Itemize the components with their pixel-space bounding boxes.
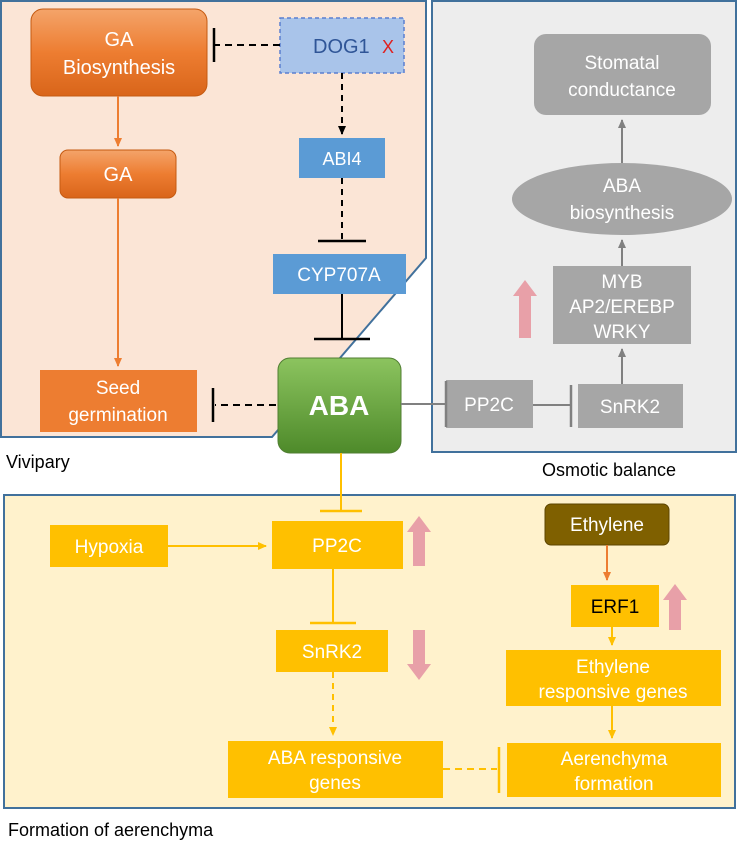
dog1-node: DOG1 X — [279, 17, 405, 74]
svg-text:Ethylene: Ethylene — [576, 657, 650, 678]
aerenchyma-formation-node: Aerenchyma formation — [507, 743, 721, 797]
svg-text:CYP707A: CYP707A — [297, 265, 381, 286]
svg-text:SnRK2: SnRK2 — [302, 642, 362, 663]
snrk2-osmotic-node: SnRK2 — [578, 384, 683, 428]
svg-text:Hypoxia: Hypoxia — [75, 537, 144, 558]
svg-text:Biosynthesis: Biosynthesis — [63, 57, 175, 79]
svg-text:MYB: MYB — [601, 272, 642, 293]
vivipary-panel — [0, 0, 427, 438]
svg-text:GA: GA — [105, 29, 135, 51]
svg-text:ABA: ABA — [309, 390, 370, 421]
aba-biosynthesis-node: ABA biosynthesis — [512, 163, 732, 235]
ethylene-node: Ethylene — [544, 503, 670, 546]
pp2c-aerenchyma-node: PP2C — [272, 521, 403, 569]
hypoxia-node: Hypoxia — [50, 525, 168, 567]
up-arrow-icon — [663, 584, 687, 630]
seed-germination-node: Seed germination — [40, 370, 197, 432]
knockout-mark: X — [382, 37, 394, 57]
ethylene-responsive-genes-node: Ethylene responsive genes — [506, 650, 721, 706]
edge-cyp707a-inhibits-aba — [314, 294, 370, 341]
up-arrow-icon — [513, 280, 537, 338]
svg-text:formation: formation — [574, 774, 653, 795]
svg-text:ABI4: ABI4 — [322, 149, 361, 169]
svg-text:SnRK2: SnRK2 — [600, 397, 660, 418]
edge-aba-inhibits-pp2c-aerenchyma — [320, 453, 362, 513]
aba-responsive-genes-node: ABA responsive genes — [228, 741, 443, 798]
svg-text:Stomatal: Stomatal — [585, 53, 660, 74]
edge-dog1-inhibits-gabio — [212, 28, 280, 62]
edge-aba-inhibits-pp2c — [401, 381, 448, 427]
edge-aba-responsive-inhibits-aerenchyma — [443, 747, 501, 793]
transcription-factors-node: MYB AP2/EREBP WRKY — [553, 266, 691, 344]
svg-text:DOG1: DOG1 — [313, 36, 370, 58]
svg-text:genes: genes — [309, 773, 361, 794]
svg-text:Ethylene: Ethylene — [570, 515, 644, 536]
edge-abi4-inhibits-cyp707a — [318, 178, 366, 243]
svg-text:biosynthesis: biosynthesis — [570, 203, 675, 224]
stomatal-conductance-node: Stomatal conductance — [534, 34, 711, 115]
svg-text:ABA responsive: ABA responsive — [268, 748, 402, 769]
edge-pp2c-inhibits-snrk2-aerenchyma — [310, 569, 356, 625]
svg-text:conductance: conductance — [568, 80, 676, 101]
vivipary-label: Vivipary — [6, 452, 70, 472]
formation-of-aerenchyma-label: Formation of aerenchyma — [8, 820, 214, 840]
erf1-node: ERF1 — [571, 585, 659, 627]
abi4-node: ABI4 — [299, 138, 385, 178]
ga-biosynthesis-node: GA Biosynthesis — [30, 8, 208, 97]
svg-text:Seed: Seed — [96, 378, 140, 399]
osmotic-balance-label: Osmotic balance — [542, 460, 676, 480]
down-arrow-icon — [407, 630, 431, 680]
pp2c-osmotic-node: PP2C — [446, 380, 533, 428]
svg-text:PP2C: PP2C — [464, 395, 514, 416]
cyp707a-node: CYP707A — [273, 254, 406, 294]
svg-text:AP2/EREBP: AP2/EREBP — [569, 297, 675, 318]
svg-text:PP2C: PP2C — [312, 536, 362, 557]
svg-text:ABA: ABA — [603, 176, 641, 197]
svg-text:WRKY: WRKY — [594, 322, 651, 343]
svg-text:GA: GA — [104, 164, 134, 186]
svg-text:ERF1: ERF1 — [591, 597, 640, 618]
edge-aba-inhibits-germination — [211, 388, 276, 422]
edge-pp2c-inhibits-snrk2 — [533, 385, 573, 427]
svg-text:Aerenchyma: Aerenchyma — [561, 749, 668, 770]
up-arrow-icon — [407, 516, 431, 566]
ga-node: GA — [59, 149, 177, 199]
svg-text:responsive genes: responsive genes — [539, 682, 688, 703]
snrk2-aerenchyma-node: SnRK2 — [276, 630, 388, 672]
aba-node: ABA — [277, 357, 402, 454]
svg-text:germination: germination — [68, 405, 167, 426]
